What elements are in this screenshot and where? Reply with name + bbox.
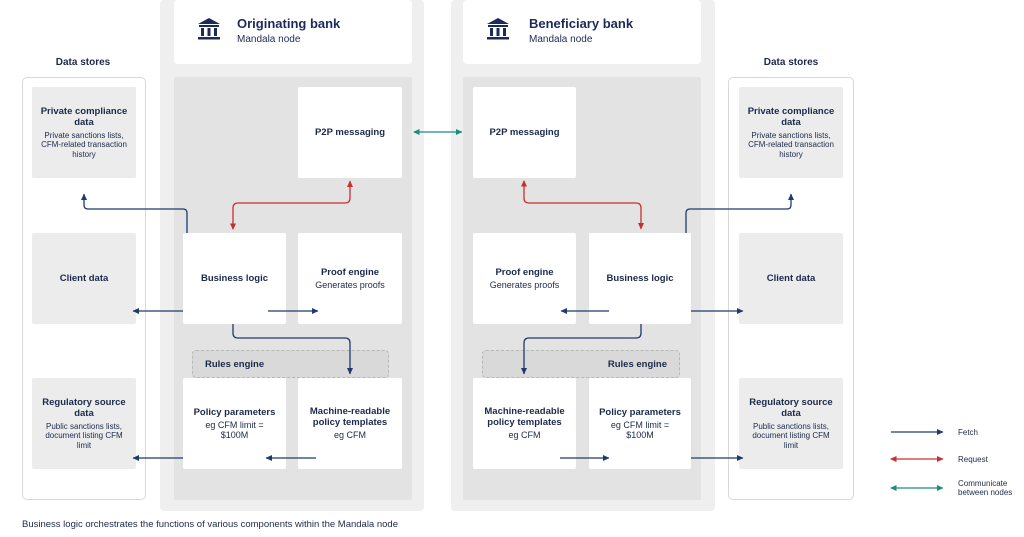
originating-proof-engine-box: Proof engine Generates proofs bbox=[298, 233, 402, 324]
originating-bank-title: Originating bank bbox=[237, 16, 341, 31]
beneficiary-p2p-title: P2P messaging bbox=[489, 127, 560, 138]
beneficiary-policy-parameters-sub: eg CFM limit = $100M bbox=[610, 419, 670, 441]
fetch-arrow-originating-rules bbox=[232, 324, 353, 375]
beneficiary-rules-engine-label: Rules engine bbox=[607, 359, 667, 370]
bank-icon bbox=[198, 18, 220, 40]
originating-machine-readable-title: Machine-readable policy templates bbox=[309, 406, 391, 429]
originating-policy-parameters-title: Policy parameters bbox=[193, 406, 276, 418]
originating-p2p-title: P2P messaging bbox=[314, 127, 386, 138]
left-regulatory-title: Regulatory source data bbox=[42, 396, 126, 419]
originating-policy-parameters-box: Policy parameters eg CFM limit = $100M bbox=[183, 378, 286, 469]
originating-proof-engine-title: Proof engine bbox=[320, 266, 380, 278]
originating-rules-engine-tag: Rules engine bbox=[192, 350, 389, 378]
bank-icon bbox=[487, 18, 509, 40]
originating-bank-subtitle: Mandala node bbox=[237, 34, 301, 45]
diagram-caption: Business logic orchestrates the function… bbox=[22, 519, 398, 530]
beneficiary-p2p-box: P2P messaging bbox=[473, 87, 576, 178]
left-private-compliance-sub: Private sanctions lists, CFM-related tra… bbox=[41, 130, 127, 159]
fetch-arrow-originating-private bbox=[81, 193, 188, 233]
beneficiary-machine-readable-title: Machine-readable policy templates bbox=[484, 406, 565, 429]
beneficiary-business-logic-box: Business logic bbox=[589, 233, 691, 324]
left-data-stores-heading: Data stores bbox=[55, 57, 111, 68]
originating-bank-header: Originating bank Mandala node bbox=[174, 0, 412, 64]
beneficiary-business-logic-title: Business logic bbox=[606, 273, 674, 284]
right-private-compliance-sub: Private sanctions lists, CFM-related tra… bbox=[748, 130, 834, 159]
beneficiary-bank-subtitle: Mandala node bbox=[529, 34, 593, 45]
right-private-compliance-title: Private compliance data bbox=[747, 105, 835, 128]
originating-proof-engine-sub: Generates proofs bbox=[315, 279, 385, 290]
beneficiary-machine-readable-box: Machine-readable policy templates eg CFM bbox=[473, 378, 576, 469]
originating-policy-parameters-sub: eg CFM limit = $100M bbox=[205, 419, 264, 441]
right-client-data-box: Client data bbox=[739, 233, 843, 324]
left-client-data-title: Client data bbox=[59, 273, 109, 284]
right-regulatory-box: Regulatory source data Public sanctions … bbox=[739, 378, 843, 469]
left-regulatory-box: Regulatory source data Public sanctions … bbox=[32, 378, 136, 469]
right-regulatory-title: Regulatory source data bbox=[749, 396, 833, 419]
left-regulatory-sub: Public sanctions lists, document listing… bbox=[45, 421, 123, 450]
legend-request-label: Request bbox=[958, 455, 988, 464]
beneficiary-proof-engine-title: Proof engine bbox=[495, 266, 554, 278]
legend-fetch-label: Fetch bbox=[958, 428, 979, 437]
originating-business-logic-title: Business logic bbox=[200, 273, 269, 284]
beneficiary-policy-parameters-box: Policy parameters eg CFM limit = $100M bbox=[589, 378, 691, 469]
beneficiary-policy-parameters-title: Policy parameters bbox=[599, 406, 681, 418]
left-client-data-box: Client data bbox=[32, 233, 136, 324]
left-private-compliance-title: Private compliance data bbox=[40, 105, 128, 128]
originating-machine-readable-box: Machine-readable policy templates eg CFM bbox=[298, 378, 402, 469]
beneficiary-proof-engine-box: Proof engine Generates proofs bbox=[473, 233, 576, 324]
fetch-arrow-beneficiary-private bbox=[685, 193, 794, 233]
beneficiary-bank-title: Beneficiary bank bbox=[529, 16, 634, 31]
request-arrow-originating bbox=[230, 180, 353, 230]
right-regulatory-sub: Public sanctions lists, document listing… bbox=[752, 421, 830, 450]
fetch-arrow-beneficiary-rules bbox=[521, 324, 642, 375]
right-client-data-title: Client data bbox=[766, 273, 816, 284]
beneficiary-proof-engine-sub: Generates proofs bbox=[489, 279, 560, 290]
right-private-compliance-box: Private compliance data Private sanction… bbox=[739, 87, 843, 178]
left-private-compliance-box: Private compliance data Private sanction… bbox=[32, 87, 136, 178]
originating-rules-engine-label: Rules engine bbox=[205, 359, 265, 370]
right-data-stores-heading: Data stores bbox=[763, 57, 819, 68]
originating-business-logic-box: Business logic bbox=[183, 233, 286, 324]
request-arrow-beneficiary bbox=[521, 180, 644, 230]
originating-p2p-box: P2P messaging bbox=[298, 87, 402, 178]
legend-communicate-label: Communicate between nodes bbox=[958, 479, 1013, 497]
beneficiary-machine-readable-sub: eg CFM bbox=[508, 430, 541, 441]
originating-machine-readable-sub: eg CFM bbox=[333, 430, 366, 441]
beneficiary-rules-engine-tag: Rules engine bbox=[482, 350, 680, 378]
beneficiary-bank-header: Beneficiary bank Mandala node bbox=[463, 0, 701, 64]
